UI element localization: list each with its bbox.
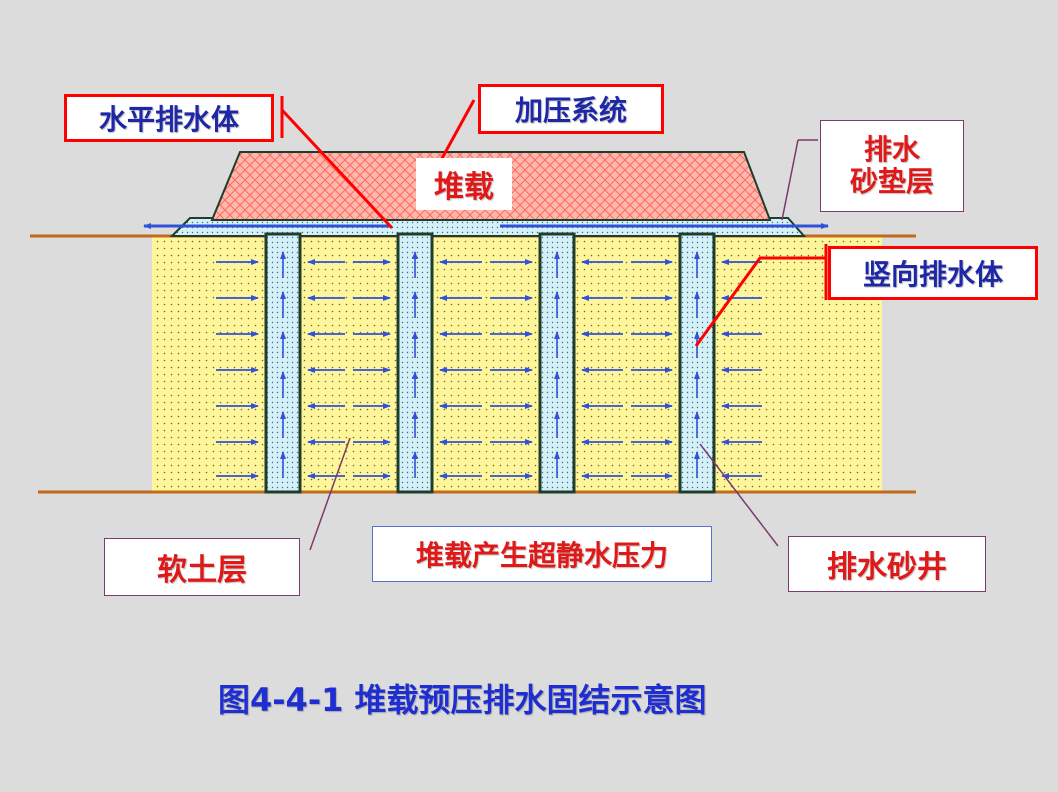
leader-horizontal-drain <box>280 108 394 230</box>
label-surcharge: 堆载 <box>416 158 512 210</box>
label-sand-well: 排水砂井 <box>788 536 986 592</box>
figure-caption: 图4-4-1 堆载预压排水固结示意图 <box>218 681 707 719</box>
label-vertical-drain: 竖向排水体 <box>828 246 1038 300</box>
label-sand-cushion: 排水 砂垫层 <box>820 120 964 212</box>
flow-arrows <box>216 251 762 479</box>
label-pore-pressure: 堆载产生超静水压力 <box>372 526 712 582</box>
label-soft-soil: 软土层 <box>104 538 300 596</box>
label-pressure-system: 加压系统 <box>478 84 664 134</box>
leader-soft-soil <box>309 437 351 551</box>
leader-sand-cushion-diag <box>781 139 799 221</box>
leader-sand-well <box>699 443 779 547</box>
leader-vertical-drain <box>694 256 826 347</box>
label-horizontal-drain: 水平排水体 <box>64 94 274 142</box>
soft-soil-layer <box>152 236 882 492</box>
sand-cushion-layer <box>169 217 807 237</box>
leader-pressure-system <box>438 99 476 163</box>
